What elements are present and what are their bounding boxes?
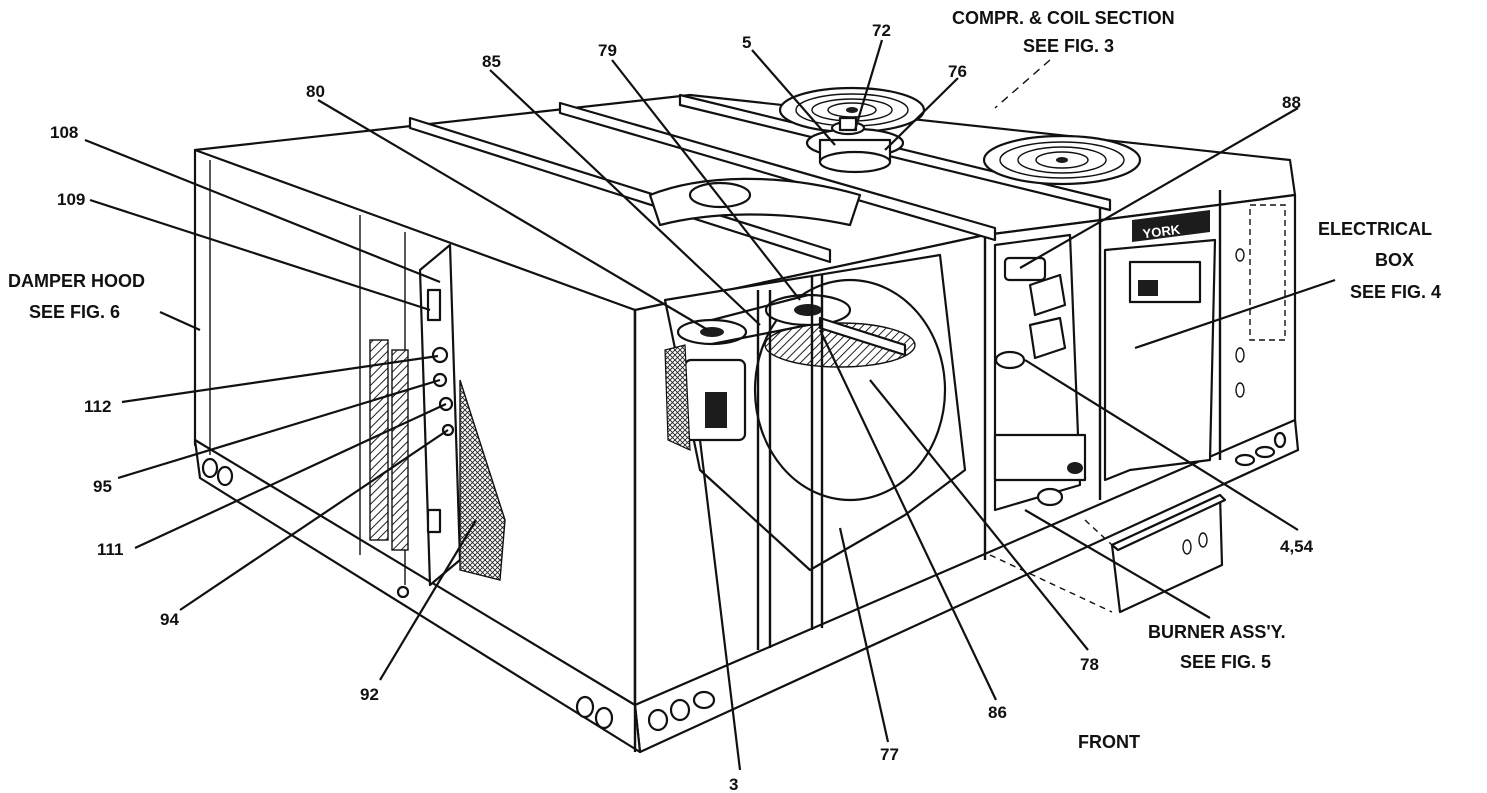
section-labels: COMPR. & COIL SECTION SEE FIG. 3 DAMPER …: [8, 8, 1441, 752]
electrical-box-title-2: BOX: [1375, 250, 1414, 270]
callout-86: 86: [988, 703, 1007, 722]
callout-5: 5: [742, 33, 751, 52]
compr-coil-section-title: COMPR. & COIL SECTION: [952, 8, 1175, 28]
callout-77: 77: [880, 745, 899, 764]
callout-95: 95: [93, 477, 112, 496]
damper-hood-title: DAMPER HOOD: [8, 271, 145, 291]
callout-79: 79: [598, 41, 617, 60]
condenser-motor-assembly: [805, 116, 905, 174]
blower-cutaway: [663, 253, 967, 650]
roof-duct-cutaway: [648, 177, 862, 227]
roof-rails: [408, 93, 1112, 264]
callout-labels: 108 109 80 85 79 5 72 76 88 112 95 111 9…: [50, 21, 1314, 793]
base-rail-left: [193, 438, 642, 754]
compr-coil-section-ref: SEE FIG. 3: [1023, 36, 1114, 56]
electrical-box-ref: SEE FIG. 4: [1350, 282, 1441, 302]
callout-108: 108: [50, 123, 78, 142]
callout-109: 109: [57, 190, 85, 209]
burner-assy-ref: SEE FIG. 5: [1180, 652, 1271, 672]
front-label: FRONT: [1078, 732, 1140, 752]
brand-nameplate-text: YORK: [1142, 222, 1182, 242]
callout-92: 92: [360, 685, 379, 704]
callout-76: 76: [948, 62, 967, 81]
burner-access-panel: [989, 493, 1227, 614]
callout-88: 88: [1282, 93, 1301, 112]
brand-nameplate: YORK: [1132, 210, 1210, 242]
callout-85: 85: [482, 52, 501, 71]
condenser-fan-right: [982, 134, 1142, 186]
right-end-panel: [1235, 204, 1286, 398]
callout-112: 112: [84, 397, 111, 416]
leader-lines: [84, 39, 1336, 771]
callout-72: 72: [872, 21, 891, 40]
callout-78: 78: [1080, 655, 1099, 674]
gas-valve-area: [993, 233, 1087, 512]
damper-hood-ref: SEE FIG. 6: [29, 302, 120, 322]
callout-3: 3: [729, 775, 738, 793]
callout-4-54: 4,54: [1280, 537, 1314, 556]
callout-80: 80: [306, 82, 325, 101]
burner-assy-title: BURNER ASS'Y.: [1148, 622, 1286, 642]
callout-111: 111: [97, 540, 124, 559]
electrical-box-cutaway: [1103, 238, 1217, 482]
electrical-box-title: ELECTRICAL: [1318, 219, 1432, 239]
callout-94: 94: [160, 610, 179, 629]
base-rail-holes: [201, 431, 1287, 732]
